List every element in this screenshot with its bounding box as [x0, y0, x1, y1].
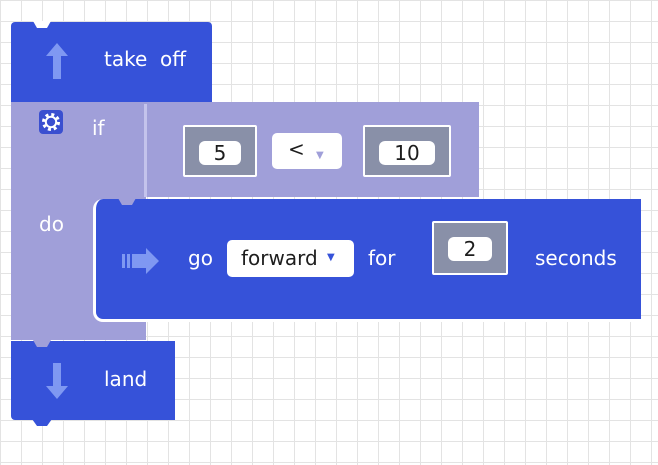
block-notch — [33, 340, 51, 347]
block-notch — [33, 21, 51, 28]
duration-slot[interactable]: 2 — [432, 221, 508, 275]
condition-socket-edge — [144, 104, 147, 197]
if-label: if — [92, 116, 105, 140]
block-notch — [118, 198, 136, 205]
condition-right-value[interactable]: 10 — [379, 141, 435, 165]
duration-value[interactable]: 2 — [448, 237, 492, 261]
go-block[interactable] — [93, 198, 641, 322]
direction-dropdown[interactable]: forward ▼ — [227, 240, 354, 277]
land-label: land — [104, 367, 148, 391]
operator-dropdown[interactable]: < ▼ — [272, 133, 342, 169]
for-label: for — [368, 246, 396, 270]
do-label: do — [39, 212, 64, 236]
condition-right-slot[interactable]: 10 — [363, 125, 451, 177]
arrow-up-icon — [46, 43, 68, 79]
block-tab — [32, 419, 52, 426]
dropdown-arrow-icon: ▼ — [316, 150, 324, 161]
takeoff-block[interactable]: take off — [11, 21, 212, 102]
direction-value: forward — [241, 246, 318, 270]
gear-icon — [42, 113, 60, 131]
seconds-label: seconds — [535, 246, 617, 270]
land-block[interactable]: land — [11, 340, 175, 420]
arrow-down-icon — [46, 363, 68, 399]
arrow-right-icon — [122, 248, 159, 274]
dropdown-arrow-icon: ▼ — [327, 252, 335, 263]
block-settings-button[interactable] — [39, 110, 63, 134]
condition-left-slot[interactable]: 5 — [183, 125, 257, 177]
operator-value: < — [288, 137, 305, 161]
go-label: go — [188, 246, 213, 270]
takeoff-label: take off — [104, 47, 187, 71]
condition-left-value[interactable]: 5 — [199, 141, 241, 165]
